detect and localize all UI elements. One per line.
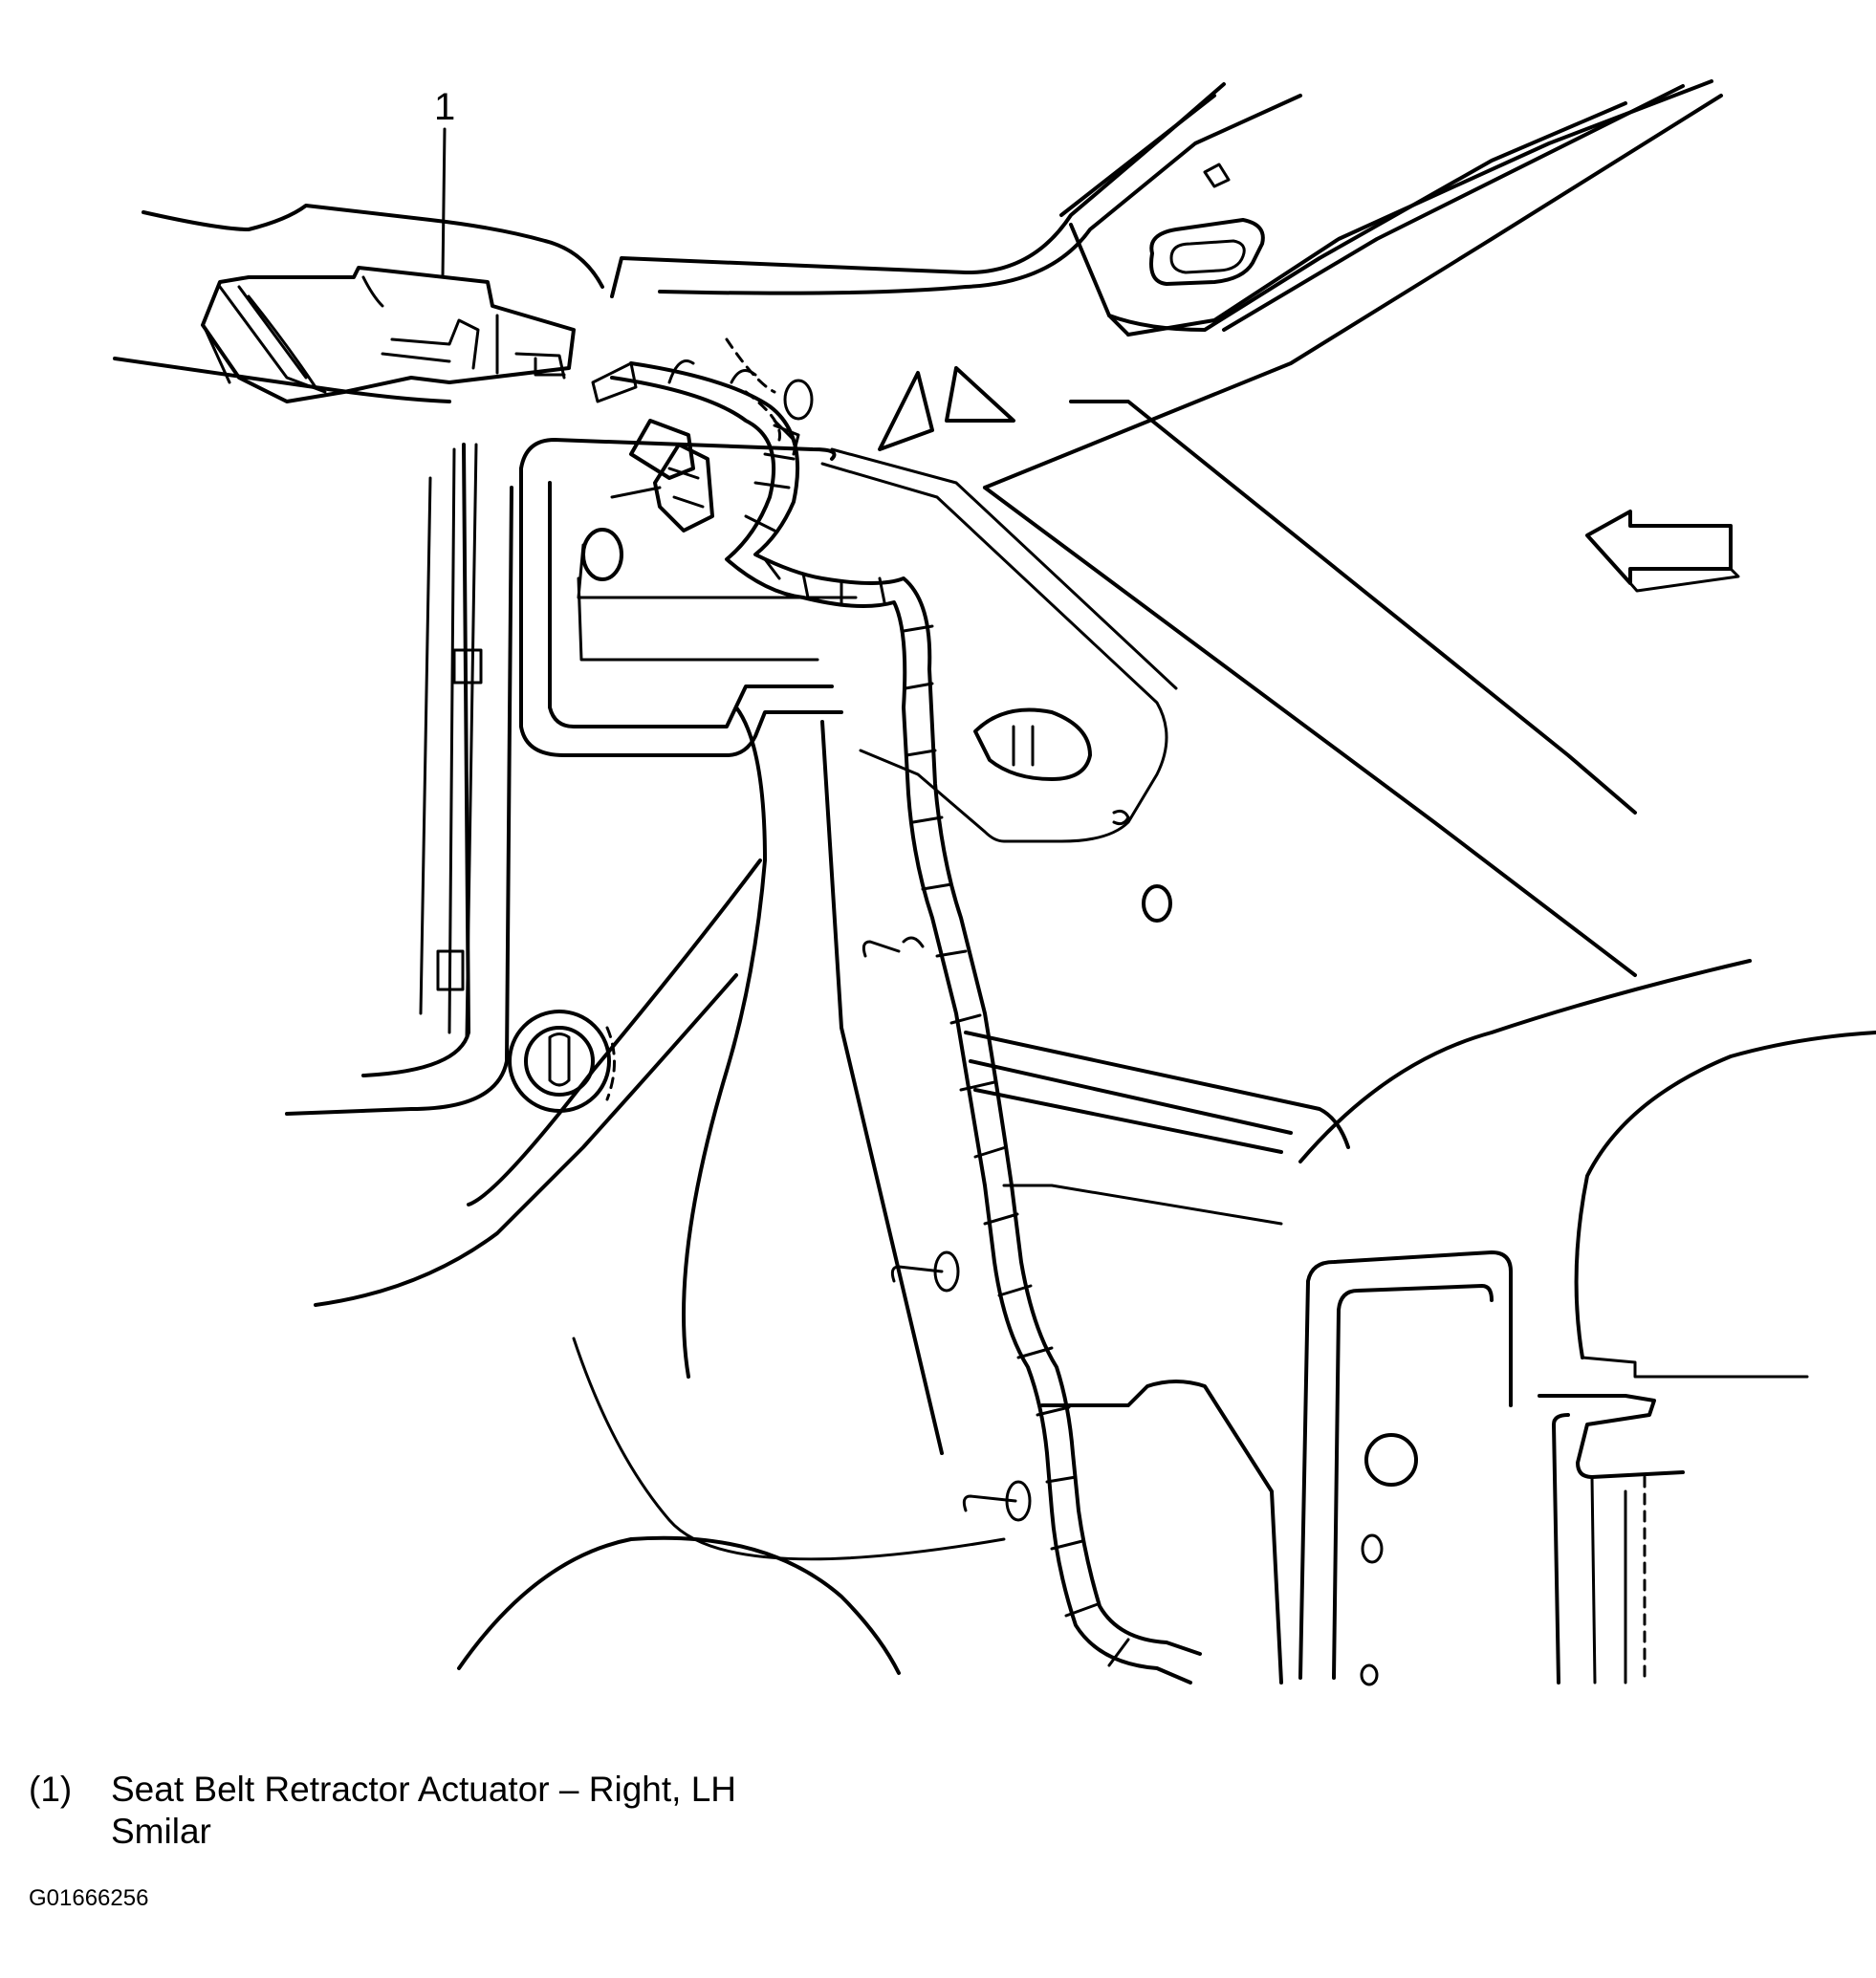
door-opening [519,438,1178,843]
legend-item: (1) Seat Belt Retractor Actuator – Right… [29,1769,838,1853]
callout-1: 1 [434,86,455,279]
roof-panel-lines [113,79,1723,977]
legend-description: Seat Belt Retractor Actuator – Right, LH… [111,1770,736,1851]
lower-body-panels [314,706,1876,1685]
left-trim-panel [285,443,513,1116]
forward-direction-arrow-icon [1585,510,1740,593]
wiring-harness [610,337,1202,1685]
diagram-legend: (1) Seat Belt Retractor Actuator – Right… [29,1769,838,1853]
figure-id: G01666256 [29,1885,149,1911]
legend-number: (1) [29,1770,73,1809]
connector-clips [591,163,1265,456]
panel-holes [508,528,1418,1686]
callout-number: 1 [434,86,455,128]
seat-belt-retractor-actuator [201,266,576,403]
component-location-diagram: 1 [113,79,1876,1686]
